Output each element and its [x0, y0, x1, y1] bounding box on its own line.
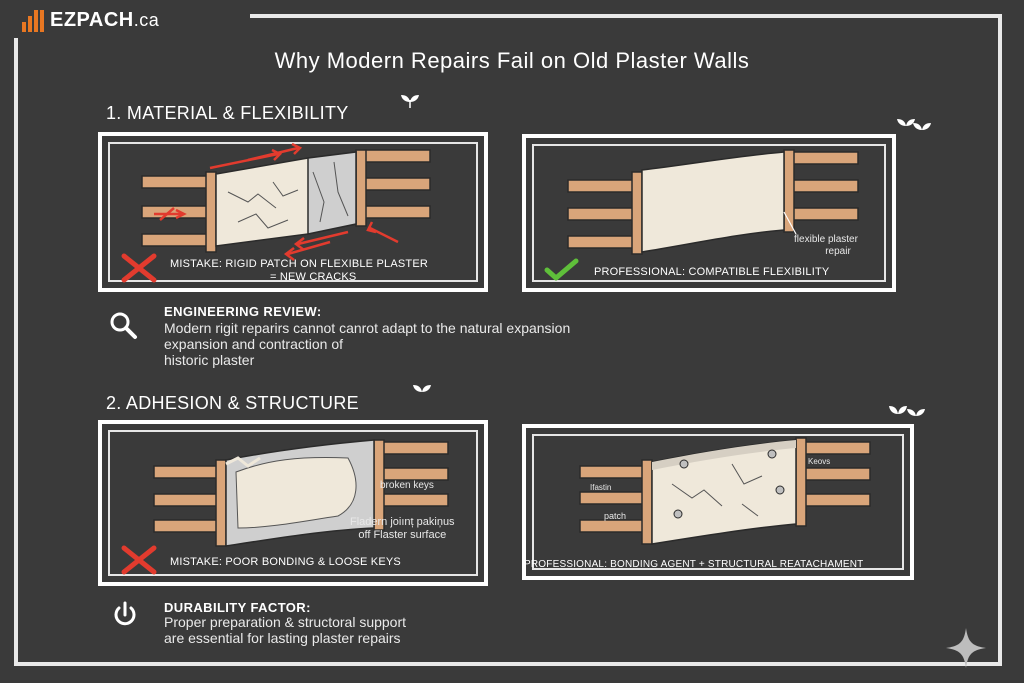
section-2-heading: 2. ADHESION & STRUCTURE [106, 393, 359, 413]
engineering-review-body: Modern rigit reparirs cannot canrot adap… [164, 320, 571, 368]
sparkle-icon [946, 628, 986, 668]
sprout-icon [413, 385, 431, 392]
lath-strip [141, 233, 209, 247]
professional-caption: PROFESSIONAL: COMPATIBLE FLEXIBILITY [594, 266, 830, 278]
flexible-repair-note: flexible plaster repair [794, 234, 858, 257]
lath-strip [363, 149, 431, 163]
cross-icon [121, 253, 157, 283]
engineering-review-title: ENGINEERING REVIEW: [164, 304, 322, 319]
lath-strip [363, 177, 431, 191]
logo-backdrop [10, 4, 250, 38]
cross-icon [121, 545, 157, 575]
sprout-icon [897, 119, 931, 130]
lath-strip [141, 205, 209, 219]
bonding-agent-illustration [579, 437, 871, 545]
power-icon [114, 601, 136, 626]
magnifier-icon [110, 312, 137, 339]
logo-bars-icon [22, 9, 44, 32]
outer-frame [14, 14, 1002, 666]
brand-logo: EZPACH.ca [22, 9, 159, 32]
flaking-joints-note: Fladern joiınț pakiņus off Flaster surfa… [350, 516, 455, 541]
sprout-icon [401, 95, 419, 109]
professional-caption-bonding: PROFESSIONAL: BONDING AGENT + STRUCTURAL… [524, 559, 864, 570]
lath-strip [363, 205, 431, 219]
section-1-heading: 1. MATERIAL & FLEXIBILITY [106, 103, 349, 123]
rigid-patch [307, 151, 357, 235]
lath-strip [141, 175, 209, 189]
mistake-caption: MISTAKE: RIGID PATCH ON FLEXIBLE PLASTER… [170, 258, 428, 283]
durability-title: DURABILITY FACTOR: [164, 600, 311, 615]
keys-note: Keovs [808, 457, 831, 466]
mistake-caption-bonding: MISTAKE: POOR BONDING & LOOSE KEYS [170, 556, 401, 568]
plaster-note: Ifastin [590, 483, 612, 492]
patch-note: patch [604, 511, 627, 521]
flexible-plaster-repair [641, 151, 785, 253]
flexible-repair-illustration [567, 149, 859, 255]
broken-keys-note: broken keys [380, 480, 434, 491]
durability-body: Proper preparation & structoral support … [164, 614, 407, 646]
rigid-patch-illustration [141, 142, 431, 261]
check-icon [544, 258, 579, 281]
poor-bonding-illustration [153, 439, 449, 547]
page-title: Why Modern Repairs Fail on Old Plaster W… [274, 48, 750, 73]
brand-name: EZPACH.ca [50, 9, 160, 31]
sprout-icon [889, 406, 925, 416]
